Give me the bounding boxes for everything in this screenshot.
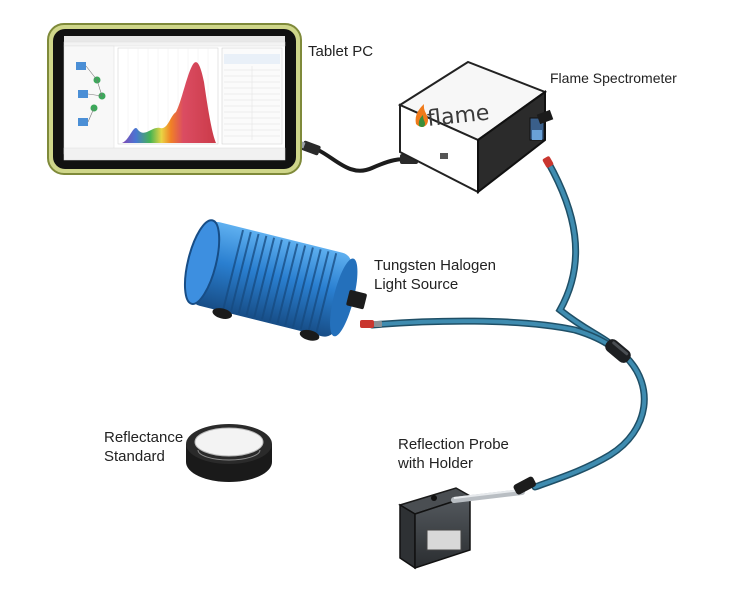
reflection-probe-holder	[398, 476, 537, 570]
cooling-fins	[222, 229, 338, 334]
tungsten-halogen-light-source	[183, 219, 367, 341]
spectrum-curve	[122, 62, 216, 143]
fiber-spectrometer-leg	[544, 158, 616, 349]
light-source-foot	[212, 308, 233, 319]
usb-plug-tablet	[301, 140, 321, 156]
fiber-breakout	[605, 339, 631, 363]
spectrometer-usb-port	[440, 153, 448, 159]
flame-spectrometer: flame	[397, 60, 554, 195]
screen-node-panel	[63, 45, 115, 155]
probe-ferrule	[451, 489, 525, 503]
label-probe-line2: with Holder	[398, 455, 474, 472]
tablet-pc	[47, 23, 302, 175]
reflectance-standard	[186, 424, 272, 482]
label-light-source-line2: Light Source	[374, 276, 459, 293]
label-reflectance-line1: Reflectance	[104, 429, 184, 446]
light-source-back-cap	[183, 219, 221, 305]
probe-grip	[513, 476, 537, 495]
probe-holder-block	[399, 503, 416, 570]
screen-side-table	[221, 47, 283, 145]
label-reflectance-line2: Standard	[104, 448, 165, 465]
spectrometer-side	[477, 90, 546, 195]
fiber-cables	[360, 156, 648, 491]
probe-holder-window	[426, 529, 462, 551]
label-probe-line1: Reflection Probe	[398, 436, 509, 453]
red-connector-sleeve-spectrometer	[542, 156, 554, 168]
red-connector-sleeve	[360, 320, 382, 328]
label-tablet-pc: Tablet PC	[308, 43, 374, 60]
screen-spectrum-plot	[117, 47, 219, 145]
label-light-source-line1: Tungsten Halogen	[374, 257, 497, 274]
label-flame-spectrometer: Flame Spectrometer	[550, 70, 677, 86]
spectrometer-sma-port	[529, 109, 554, 141]
light-source-output-port	[346, 290, 367, 310]
flame-logo-icon	[415, 104, 428, 128]
